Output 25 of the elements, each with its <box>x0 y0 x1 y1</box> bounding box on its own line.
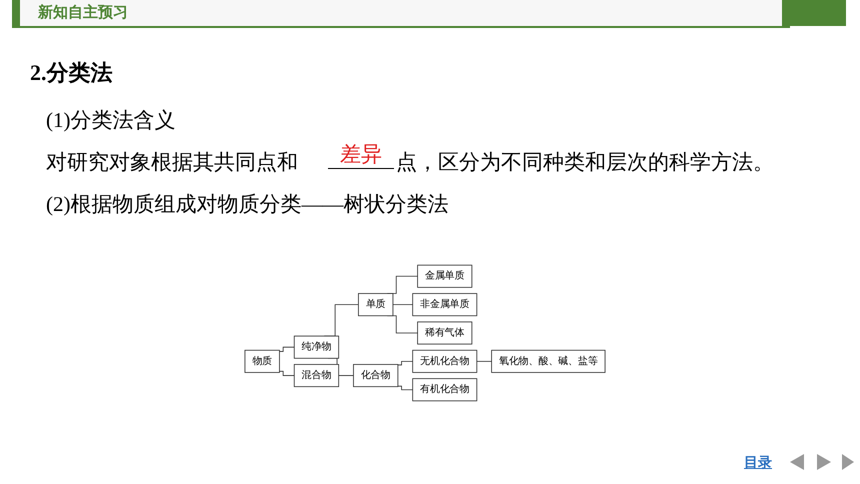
connector <box>392 304 414 306</box>
heading: 2.分类法 <box>30 59 112 87</box>
node-box: 化合物 <box>353 364 398 388</box>
section-title: 新知自主预习 <box>38 3 128 22</box>
answer-text: 差异 <box>328 140 394 169</box>
nav-link: 目录 <box>744 454 772 472</box>
node-box: 非金属单质 <box>412 293 478 316</box>
node-box: 纯净物 <box>294 336 340 359</box>
connector <box>397 386 414 390</box>
node-box: 物质 <box>244 350 280 373</box>
connector <box>279 370 295 376</box>
node-box: 单质 <box>358 293 394 316</box>
subheading: (2)根据物质组成对物质分类——树状分类法 <box>46 191 448 218</box>
connector <box>397 360 414 366</box>
node-box: 无机化合物 <box>412 350 478 373</box>
subheading: (1)分类法含义 <box>46 107 176 134</box>
connector <box>279 346 295 352</box>
node-box: 有机化合物 <box>412 378 478 402</box>
sentence-text: 点，区分为不同种类和层次的科学方法。 <box>396 149 774 176</box>
node-box: 氧化物、酸、碱、盐等 <box>491 350 606 373</box>
node-box: 稀有气体 <box>417 322 472 344</box>
node-box: 混合物 <box>294 364 340 388</box>
node-box: 金属单质 <box>417 264 472 288</box>
connector <box>476 360 492 362</box>
sentence-text: 对研究对象根据其共同点和 <box>46 149 298 176</box>
